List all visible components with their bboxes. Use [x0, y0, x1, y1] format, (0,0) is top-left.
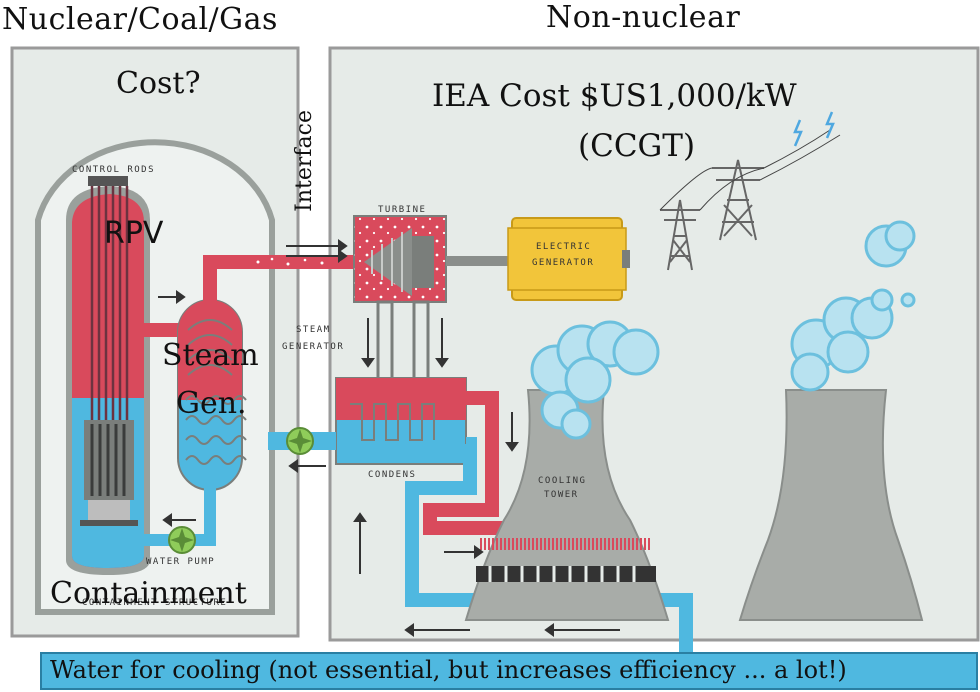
water-pump-label: WATER PUMP [146, 557, 216, 567]
steam-cloud-2 [790, 220, 916, 392]
cooling-label: COOLING [538, 476, 587, 486]
generator-label: GENERATOR [532, 258, 595, 268]
containment-structure-label: CONTAINMENT STRUCTURE [82, 598, 228, 608]
condens-label: CONDENS [368, 470, 417, 480]
steam-gen-label-2: Gen. [176, 386, 247, 421]
cost-question-label: Cost? [116, 66, 201, 101]
turbine-label: TURBINE [378, 205, 427, 215]
turbine-exhaust [376, 300, 430, 384]
cooling-tower-1 [464, 389, 670, 621]
cooling-water-banner: Water for cooling (not essential, but in… [40, 652, 978, 690]
primary-cold-pipe [144, 488, 216, 546]
steam-gen-label-1: Steam [162, 338, 259, 373]
electric-label: ELECTRIC [536, 242, 592, 252]
iea-cost-label: IEA Cost $US1,000/kW [432, 78, 797, 114]
feed-pump-icon [286, 427, 314, 455]
flow-arrows [158, 239, 620, 637]
lightning-icon [793, 119, 803, 147]
right-header: Non-nuclear [546, 0, 741, 35]
steam-generator-vessel [177, 299, 247, 491]
ccgt-label: (CCGT) [578, 128, 696, 164]
transmission-pylons [659, 129, 841, 271]
electric-generator [507, 217, 630, 301]
rpv-label: RPV [104, 216, 164, 251]
control-rods-label: CONTROL RODS [72, 165, 156, 175]
turbine [353, 215, 447, 303]
steam-cloud-1 [530, 320, 660, 440]
cooling-tower-2 [738, 389, 924, 621]
cooling-cold-pipe [405, 437, 693, 670]
water-pump-icon [168, 526, 196, 554]
steam-line [203, 255, 356, 304]
steam-small-label: STEAM [296, 325, 331, 335]
generator-small-label: GENERATOR [282, 342, 345, 352]
interface-label: Interface [292, 110, 317, 212]
containment-label: Containment [50, 576, 247, 611]
condenser [335, 377, 467, 465]
reactor-vessel [66, 176, 150, 575]
tower-label: TOWER [544, 490, 579, 500]
cooling-hot-pipe [423, 391, 620, 535]
cooling-water-label: Water for cooling (not essential, but in… [50, 656, 847, 684]
left-header: Nuclear/Coal/Gas [2, 2, 278, 37]
